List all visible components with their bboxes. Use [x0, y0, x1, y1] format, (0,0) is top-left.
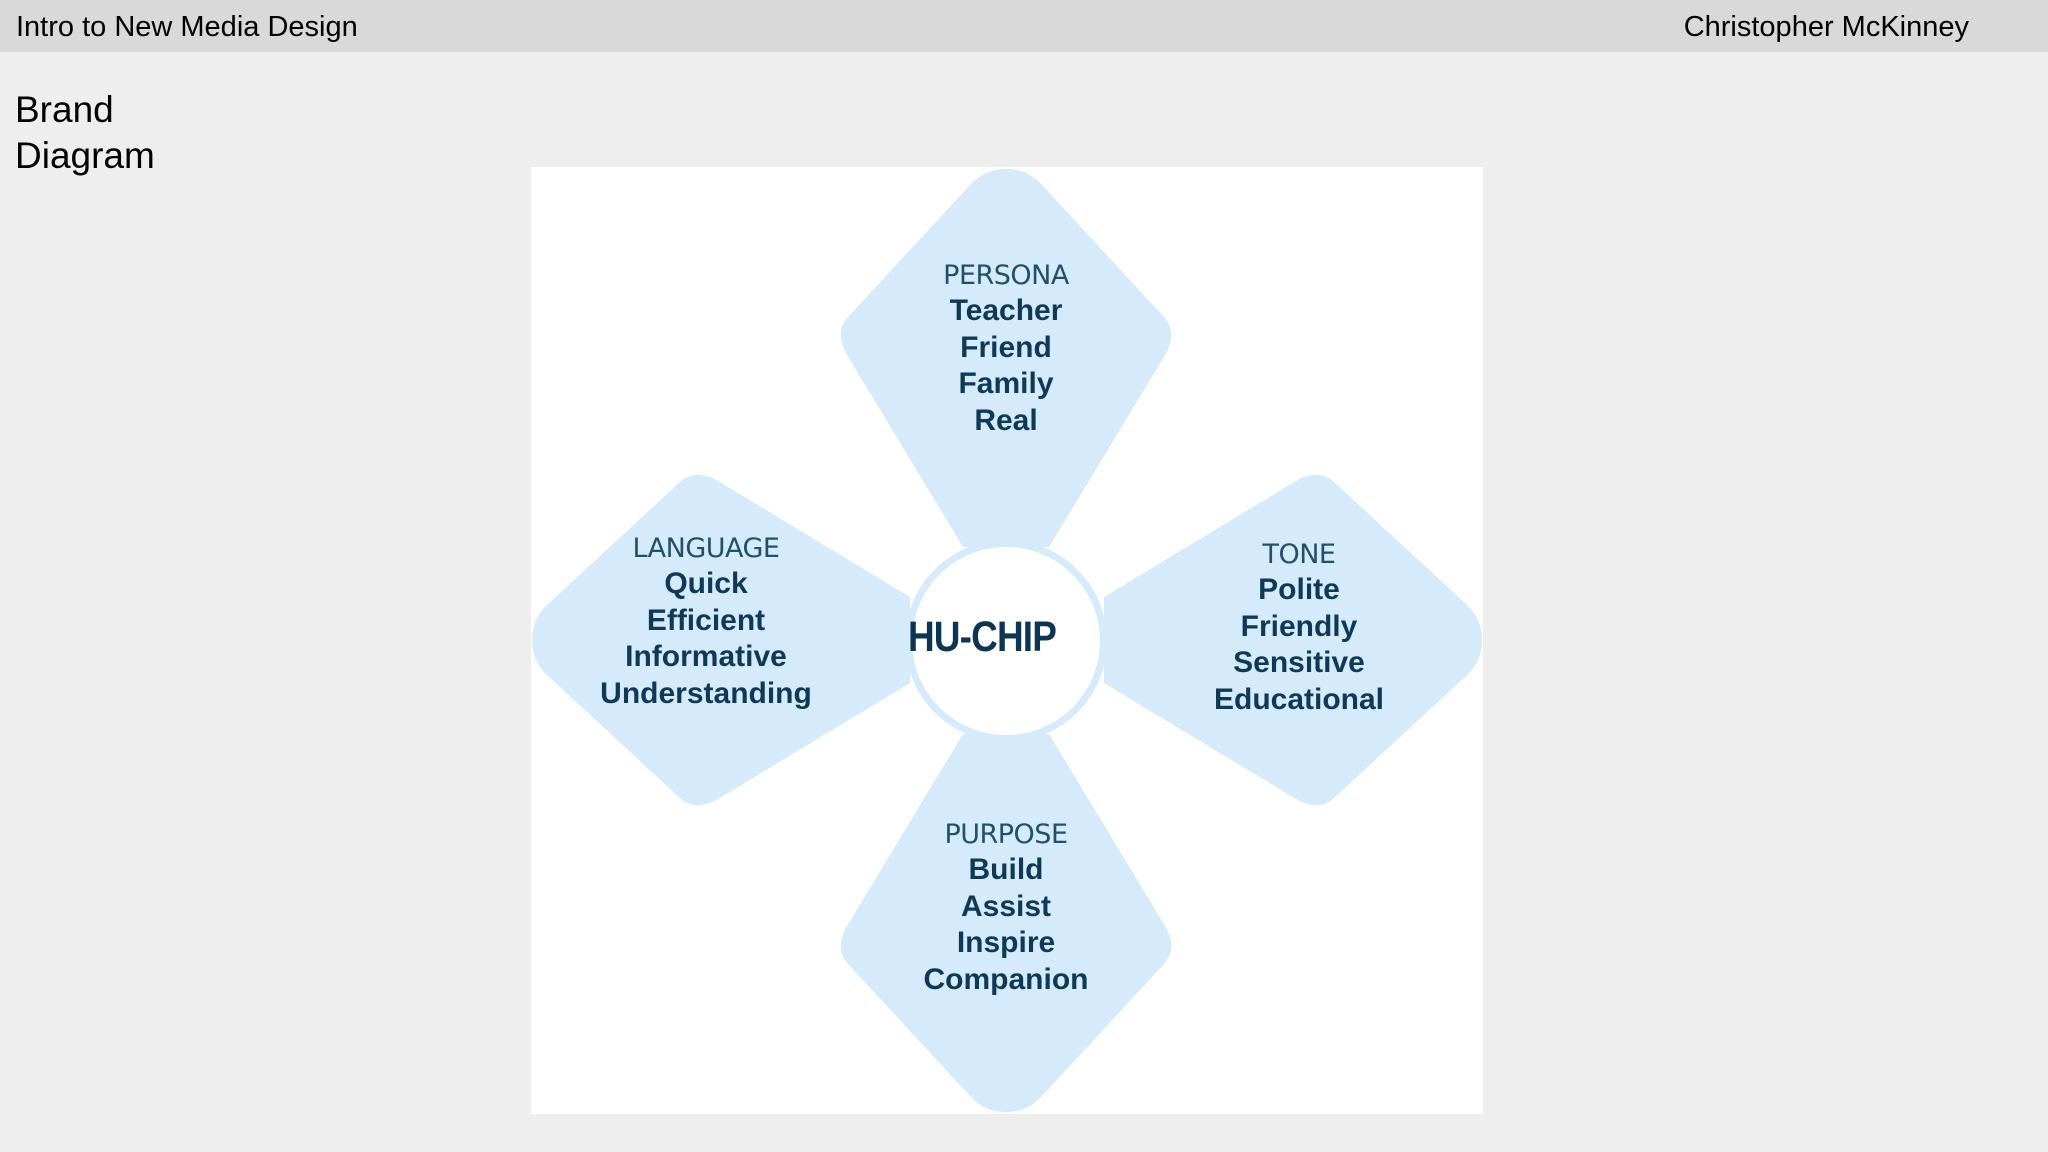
tone-petal: TONE Polite Friendly Sensitive Education…	[1169, 538, 1429, 718]
language-item: Quick	[664, 567, 748, 600]
diagram-shapes	[532, 169, 1482, 1112]
language-petal-shape	[532, 474, 910, 806]
slide-title-line-1: Brand	[15, 89, 114, 130]
persona-heading: PERSONA	[943, 260, 1069, 291]
purpose-item: Companion	[923, 962, 1089, 996]
language-petal: LANGUAGE Quick Efficient Informative Und…	[576, 532, 836, 712]
language-item: Informative	[625, 640, 787, 673]
purpose-petal: PURPOSE Build Assist Inspire Companion	[876, 818, 1136, 998]
persona-item: Teacher	[949, 294, 1063, 327]
persona-item: Friend	[960, 330, 1052, 364]
persona-petal: PERSONA Teacher Friend Family Real	[876, 259, 1136, 439]
slide-title-line-2: Diagram	[15, 135, 155, 176]
hub-label: HU-CHIP	[907, 613, 1057, 661]
brand-diagram: PERSONA Teacher Friend Family Real LANGU…	[531, 167, 1483, 1114]
tone-item: Educational	[1213, 682, 1385, 716]
tone-item: Polite	[1258, 573, 1340, 606]
course-title: Intro to New Media Design	[16, 11, 358, 43]
language-item: Understanding	[600, 676, 812, 710]
persona-item: Real	[974, 403, 1038, 437]
purpose-petal-shape	[840, 734, 1172, 1112]
language-item: Efficient	[646, 603, 766, 637]
author-name: Christopher McKinney	[1683, 11, 1969, 43]
hub-circle	[912, 547, 1100, 735]
tone-heading: TONE	[1262, 539, 1336, 570]
purpose-item: Inspire	[956, 926, 1056, 959]
persona-petal-shape	[840, 169, 1172, 547]
slide-title: Brand Diagram	[15, 87, 235, 179]
tone-item: Friendly	[1240, 609, 1358, 643]
tone-petal-shape	[1104, 474, 1482, 806]
header-bar: Intro to New Media Design Christopher Mc…	[0, 0, 2048, 52]
purpose-item: Build	[968, 853, 1044, 886]
tone-item: Sensitive	[1233, 646, 1365, 679]
purpose-heading: PURPOSE	[944, 819, 1068, 850]
persona-item: Family	[958, 367, 1054, 400]
purpose-item: Assist	[960, 889, 1052, 923]
language-heading: LANGUAGE	[632, 533, 781, 564]
